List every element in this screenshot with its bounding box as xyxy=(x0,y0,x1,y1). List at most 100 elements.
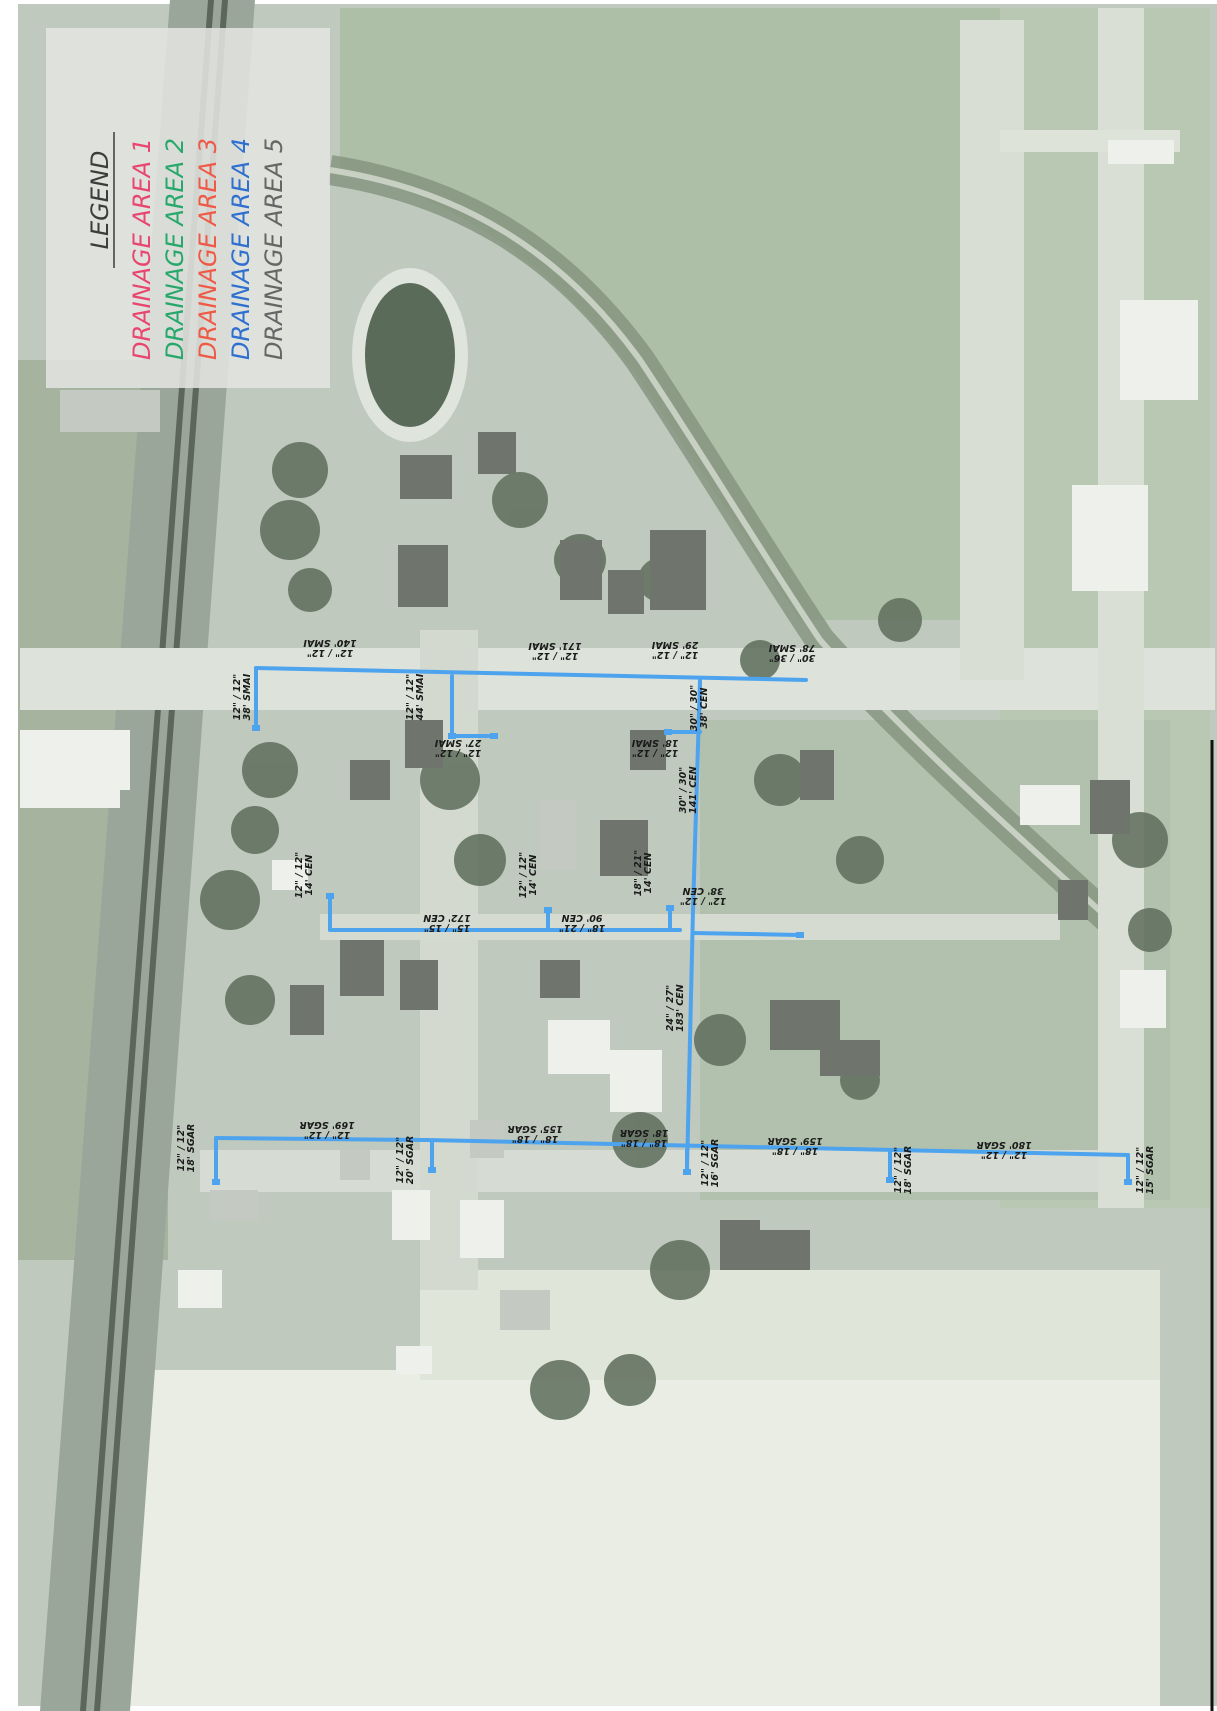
pipe-label: 30" / 30"38' CEN xyxy=(689,685,710,731)
pipe-trunk-north xyxy=(691,677,702,912)
pipe-size: 12" / 12" xyxy=(294,852,305,898)
pipe-size: 12" / 12" xyxy=(652,649,698,660)
pipe-structure-3 xyxy=(490,733,498,739)
pipe-label: 12" / 12"180' SGAR xyxy=(976,1139,1031,1160)
pipe-cross-main-east xyxy=(691,931,802,937)
pipe-size: 18" / 18" xyxy=(621,1137,667,1148)
pipe-length-material: 171' SMAI xyxy=(528,640,582,651)
pipe-length-material: 159' SGAR xyxy=(767,1135,822,1146)
pipe-south-street-main-west xyxy=(214,1136,429,1142)
legend-entry-number: 4 xyxy=(227,138,255,153)
legend-entry-label: DRAINAGE AREA xyxy=(194,153,222,360)
pipe-structure-10 xyxy=(428,1167,436,1173)
pipe-length-material: 14' CEN xyxy=(304,855,315,896)
pipe-length-material: 14' CEN xyxy=(528,855,539,896)
pipe-length-material: 18' SGAR xyxy=(903,1146,914,1195)
pipe-size: 30" / 36" xyxy=(769,652,815,663)
pipe-length-material: 29' SMAI xyxy=(651,639,698,650)
legend-title: LEGEND xyxy=(86,151,114,250)
legend-entry-label: DRAINAGE AREA xyxy=(227,153,255,360)
pipe-label: 12" / 12"169' SGAR xyxy=(299,1119,354,1140)
pipe-structure-7 xyxy=(666,905,674,911)
pipe-structure-5 xyxy=(326,893,334,899)
pipe-size: 30" / 30" xyxy=(689,685,700,731)
pipe-length-material: 183' CEN xyxy=(675,984,686,1032)
pipe-length-material: 141' CEN xyxy=(688,766,699,814)
pipe-size: 12" / 12" xyxy=(405,674,416,720)
pipe-length-material: 140' SMAI xyxy=(303,637,357,648)
legend-entry-label: DRAINAGE AREA xyxy=(161,153,189,360)
pipe-label: 12" / 12"18' SGAR xyxy=(893,1146,914,1195)
pipe-label: 30" / 36"78' SMAI xyxy=(768,642,815,663)
pipe-length-material: 18' SMAI xyxy=(631,737,678,748)
legend-entry-label: DRAINAGE AREA xyxy=(128,153,156,360)
pipe-label: 12" / 12"16' SGAR xyxy=(700,1139,721,1188)
pipe-size: 12" / 12" xyxy=(518,852,529,898)
pipe-label: 12" / 12"18' SGAR xyxy=(176,1124,197,1173)
pipe-size: 18" / 21" xyxy=(559,922,605,933)
pipe-length-material: 38' SMAI xyxy=(242,673,253,720)
pipe-label: 24" / 27"183' CEN xyxy=(665,984,686,1032)
pipe-size: 12" / 12" xyxy=(680,895,726,906)
legend-entry-number: 5 xyxy=(260,138,288,153)
pipe-label: 18" / 18"159' SGAR xyxy=(767,1135,822,1156)
legend-entry-number: 2 xyxy=(161,138,189,153)
pipe-structure-11 xyxy=(683,1169,691,1175)
legend-entry-number: 1 xyxy=(128,138,156,153)
storm-sewer-pipes xyxy=(212,666,1132,1185)
pipe-length-material: 90' CEN xyxy=(562,912,603,923)
pipe-label: 12" / 12"38' SMAI xyxy=(232,673,253,720)
pipe-north-street-main xyxy=(254,666,808,682)
pipe-south-street-main-east xyxy=(425,1138,1130,1157)
pipe-length-material: 18' SGAR xyxy=(620,1127,669,1138)
pipe-size: 12" / 12" xyxy=(176,1125,187,1171)
pipe-label: 12" / 12"171' SMAI xyxy=(528,640,582,661)
pipe-size: 12" / 12" xyxy=(981,1149,1027,1160)
legend-entry-number: 3 xyxy=(194,138,222,153)
pipe-label: 12" / 12"38' CEN xyxy=(680,885,726,906)
pipe-length-material: 155' SGAR xyxy=(507,1123,562,1134)
pipe-structure-8 xyxy=(796,932,804,938)
pipe-size: 12" / 12" xyxy=(435,747,481,758)
pipe-length-material: 38' CEN xyxy=(699,688,710,729)
pipe-label: 12" / 12"44' SMAI xyxy=(405,673,426,721)
pipe-structure-2 xyxy=(448,733,456,739)
pipe-length-material: 27' SMAI xyxy=(434,737,481,748)
pipe-size: 12" / 12" xyxy=(304,1129,350,1140)
legend-entry-2: DRAINAGE AREA 2 xyxy=(161,138,189,360)
legend-entry-5: DRAINAGE AREA 5 xyxy=(260,138,288,360)
pipe-length-material: 38' CEN xyxy=(683,885,724,896)
legend-panel xyxy=(46,28,330,388)
legend-entry-label: DRAINAGE AREA xyxy=(260,153,288,360)
pipe-label: 12" / 12"20' SGAR xyxy=(395,1136,416,1185)
pipe-size: 18" / 18" xyxy=(772,1145,818,1156)
pipe-size: 12" / 12" xyxy=(1135,1147,1146,1193)
pipe-size: 18" / 21" xyxy=(633,850,644,896)
pipe-structure-9 xyxy=(212,1179,220,1185)
pipe-structure-4 xyxy=(664,729,672,735)
pipe-label: 30" / 30"141' CEN xyxy=(678,766,699,814)
pipe-size: 15" / 15" xyxy=(424,922,470,933)
pipe-label: 18" / 18"18' SGAR xyxy=(620,1127,669,1148)
legend-entry-1: DRAINAGE AREA 1 xyxy=(128,138,156,360)
pipe-size: 12" / 12" xyxy=(232,674,243,720)
pipe-structure-6 xyxy=(544,907,552,913)
pipe-label: 18" / 21"90' CEN xyxy=(559,912,605,933)
pipe-label: 12" / 12"27' SMAI xyxy=(434,737,481,758)
pipe-length-material: 78' SMAI xyxy=(768,642,815,653)
pipe-structure-12 xyxy=(886,1177,894,1183)
pipe-length-material: 14' CEN xyxy=(643,853,654,894)
pipe-label: 12" / 12"29' SMAI xyxy=(651,639,698,660)
pipe-trunk-south xyxy=(685,908,695,1172)
pipe-label: 12" / 12"14' CEN xyxy=(518,852,539,898)
pipe-length-material: 169' SGAR xyxy=(299,1119,354,1130)
pipe-size: 18" / 18" xyxy=(512,1133,558,1144)
legend-entry-3: DRAINAGE AREA 3 xyxy=(194,138,222,360)
legend-entry-4: DRAINAGE AREA 4 xyxy=(227,138,255,360)
pipe-label: 15" / 15"172' CEN xyxy=(423,912,471,933)
pipe-size: 12" / 12" xyxy=(307,647,353,658)
pipe-length-material: 15' SGAR xyxy=(1145,1146,1156,1195)
